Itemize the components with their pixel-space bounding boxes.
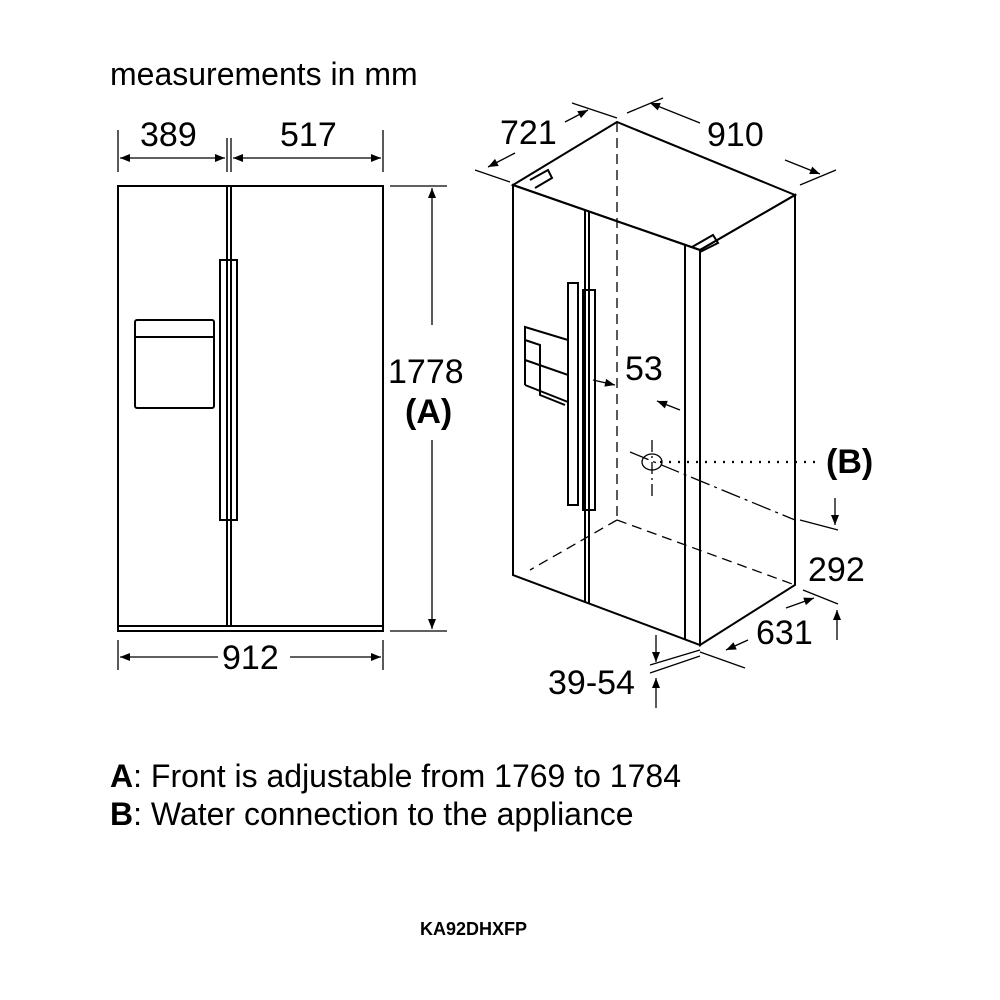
water-dispenser: [134, 319, 215, 409]
dim-depth-top: 721: [500, 114, 557, 152]
dim-depth-body: 631: [756, 614, 813, 652]
door-handle: [219, 259, 238, 521]
dim-water-height: 292: [808, 551, 865, 589]
dim-water-offset: 53: [625, 350, 663, 388]
page-title: measurements in mm: [110, 56, 418, 92]
iso-hidden-lines: [529, 122, 796, 586]
water-connection-label: (B): [826, 443, 874, 481]
dim-width-left: 389: [140, 116, 197, 154]
dim-total-width: 912: [222, 639, 279, 677]
dim-height: 1778: [388, 353, 464, 391]
iso-water-dispenser: [524, 325, 569, 377]
dim-width-top: 910: [707, 116, 764, 154]
legend-item-a: A: Front is adjustable from 1769 to 1784: [110, 758, 681, 794]
dim-height-note: (A): [405, 393, 453, 431]
iso-dimension-lines: [474, 97, 841, 708]
front-view-fridge: [117, 185, 384, 632]
iso-view-fridge: [510, 120, 798, 647]
iso-door-handle: [567, 282, 579, 506]
water-connection-marker: [629, 440, 820, 521]
dim-feet-range: 39-54: [548, 664, 635, 702]
dim-width-right: 517: [280, 116, 337, 154]
model-number: KA92DHXFP: [420, 919, 528, 939]
legend-item-b: B: Water connection to the appliance: [110, 796, 634, 832]
front-dimension-lines: [117, 130, 447, 670]
